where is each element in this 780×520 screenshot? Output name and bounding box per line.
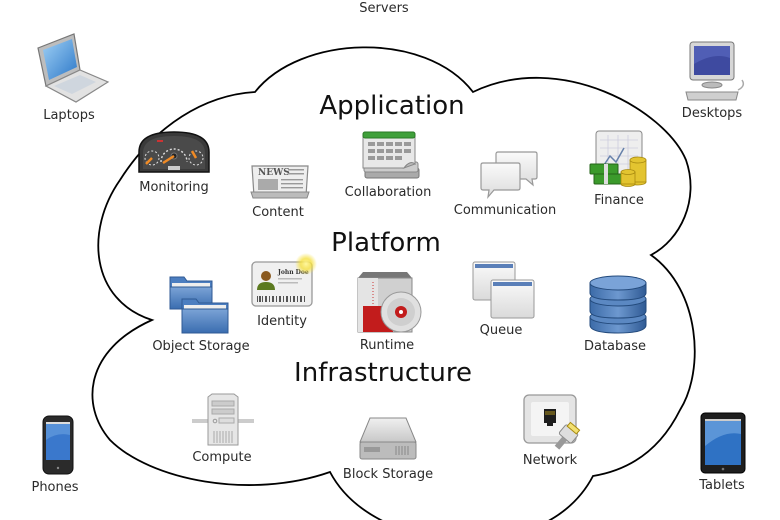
windows-stack-icon [472,261,535,319]
label-compute: Compute [192,450,252,465]
svg-text:John Doe: John Doe [277,269,309,276]
label-collaboration: Collaboration [344,185,432,200]
label-finance: Finance [594,193,644,208]
ethernet-port-icon [523,394,581,450]
server-tower-icon [192,393,254,446]
laptop-icon [37,33,110,103]
label-servers: Servers [359,1,409,16]
label-laptops: Laptops [43,108,95,123]
hard-drive-icon [359,417,417,460]
package-disc-icon [357,272,422,333]
label-tablets: Tablets [699,478,745,493]
label-object-storage: Object Storage [152,339,250,354]
label-identity: Identity [257,314,307,329]
label-queue: Queue [479,323,523,338]
cloud-outline [91,46,696,520]
layer-title-platform: Platform [331,228,441,258]
label-communication: Communication [453,203,557,218]
svg-text:NEWS: NEWS [258,168,290,178]
label-block-storage: Block Storage [342,467,434,482]
id-card-icon: John Doe [251,253,317,307]
label-database: Database [583,339,647,354]
tablet-icon [700,412,746,474]
speech-bubbles-icon [480,151,538,199]
label-desktops: Desktops [681,106,743,121]
money-chart-icon [589,130,647,187]
dashboard-gauge-icon [138,131,210,173]
label-content: Content [252,205,304,220]
layer-title-application: Application [319,91,465,121]
label-monitoring: Monitoring [139,180,209,195]
label-network: Network [522,453,578,468]
layer-title-infrastructure: Infrastructure [294,358,472,388]
folders-icon [169,276,229,334]
label-phones: Phones [31,480,79,495]
database-icon [589,275,647,334]
newspaper-icon: NEWS [250,165,310,199]
smartphone-icon [42,415,74,475]
desktop-computer-icon [685,41,745,101]
calendar-icon [362,131,420,179]
label-runtime: Runtime [359,338,415,353]
